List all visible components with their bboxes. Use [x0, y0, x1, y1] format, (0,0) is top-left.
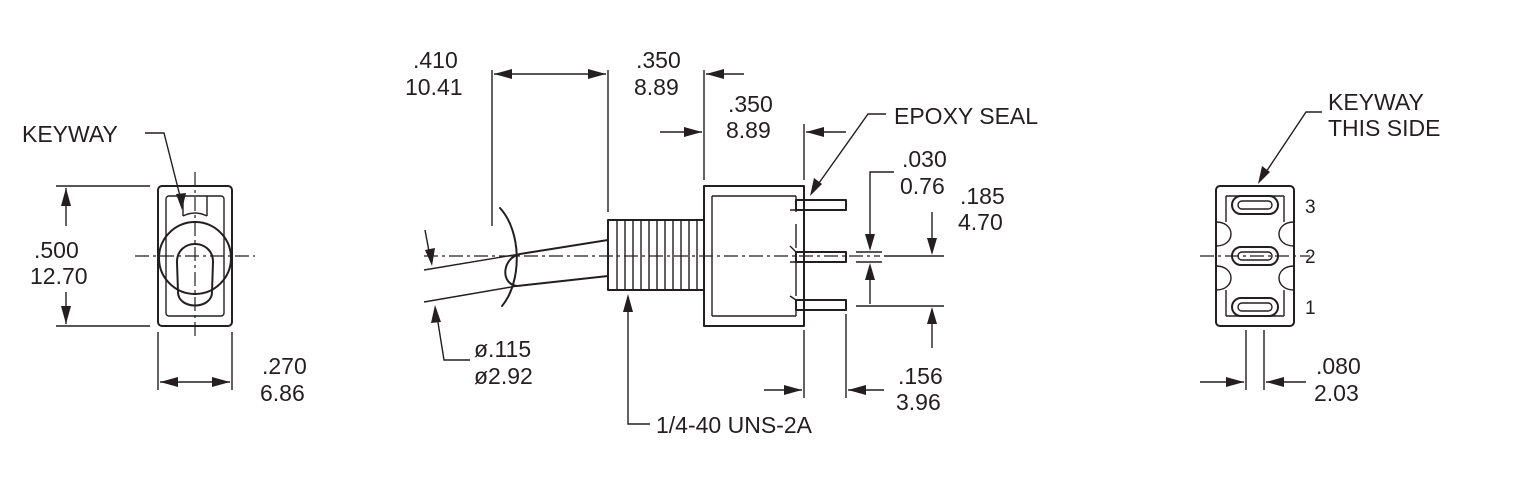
spacing-arrow-bottom	[927, 307, 937, 324]
lever-dia-ext-top	[423, 253, 521, 271]
bushing-length-in-text: .350	[636, 47, 681, 73]
bottom-right-notches	[1278, 221, 1295, 291]
thread-lines	[616, 220, 698, 290]
side-view: .410 10.41 .350 8.89 .350 8.89 EPOXY SEA…	[405, 47, 1038, 438]
terminal-spacing-mm-text: 4.70	[958, 209, 1003, 235]
pin-1-label: 1	[1305, 298, 1316, 319]
lever-dia-leader-bottom	[435, 309, 470, 361]
terminal-top	[795, 199, 847, 211]
width-mm-text: 6.86	[260, 380, 305, 406]
epoxy-seal-leader	[813, 113, 886, 191]
lever-length-mm-text: 10.41	[405, 74, 463, 100]
keyway-this-side-line2: THIS SIDE	[1328, 115, 1440, 141]
tlength-arrow-left	[784, 385, 802, 395]
thread-label: 1/4-40 UNS-2A	[656, 412, 813, 438]
front-view: KEYWAY .500 12.70 .270 6.86	[22, 121, 307, 406]
height-arrow-bottom	[61, 306, 71, 324]
terminal-thickness-mm-text: 0.76	[900, 173, 945, 199]
spacing-arrow-top	[927, 238, 937, 255]
height-in-text: .500	[34, 237, 79, 263]
slot-width-in-text: .080	[1316, 353, 1361, 379]
slot-arrow-right	[1266, 377, 1284, 387]
lever-dia-mm-text: ø2.92	[474, 363, 533, 389]
keyway-this-side-arrowhead	[1258, 166, 1270, 184]
terminal-thickness-in-text: .030	[902, 146, 947, 172]
height-arrow-top	[61, 188, 71, 206]
terminal-length-in-text: .156	[898, 363, 943, 389]
terminal-middle	[795, 251, 847, 263]
thread-leader	[627, 298, 650, 425]
lever-dia-in-text: ø.115	[474, 336, 531, 362]
bushing-length-mm-text: 8.89	[634, 74, 679, 100]
body-arrow-right	[806, 127, 824, 137]
terminal-fillets	[789, 209, 797, 301]
keyway-arrowhead	[176, 193, 186, 210]
terminal-slot-3	[1231, 195, 1279, 215]
lever-length-in-text: .410	[413, 47, 458, 73]
keyway-leader	[145, 132, 183, 205]
lever-arrow-right	[588, 69, 606, 79]
keyway-this-side-line1: KEYWAY	[1328, 89, 1424, 115]
keyway-notch	[182, 212, 208, 217]
slot-arrow-left	[1226, 377, 1244, 387]
body-arrow-left	[684, 127, 702, 137]
terminal-length-mm-text: 3.96	[896, 389, 941, 415]
width-arrow-left	[160, 377, 178, 387]
terminal-spacing-in-text: .185	[960, 183, 1005, 209]
lever-arrow-left	[494, 69, 512, 79]
width-in-text: .270	[262, 353, 307, 379]
epoxy-seal-arrowhead	[810, 178, 822, 196]
slot-width-mm-text: 2.03	[1314, 380, 1359, 406]
thickness-arrow-bottom	[865, 263, 875, 280]
lever-dia-arrow-top	[425, 248, 435, 266]
terminal-slot-1	[1231, 297, 1279, 317]
side-lever	[504, 239, 609, 287]
thickness-arrow-top	[865, 234, 875, 251]
keyway-label: KEYWAY	[22, 121, 118, 147]
thickness-leader-top	[869, 171, 894, 246]
bottom-left-notches	[1215, 221, 1232, 291]
pin-2-label: 2	[1305, 247, 1316, 268]
height-mm-text: 12.70	[30, 263, 88, 289]
keyway-this-side-leader	[1261, 111, 1322, 179]
body-length-in-text: .350	[728, 91, 773, 117]
front-lever	[176, 243, 214, 307]
thread-arrowhead	[623, 294, 633, 312]
lever-dia-ext-bottom	[423, 285, 518, 303]
terminal-bottom	[795, 299, 847, 311]
bushing-arrow	[706, 69, 724, 79]
lever-dia-arrow-bottom	[431, 305, 441, 323]
bottom-view: 3 2 1 KEYWAY THIS SIDE .080 2.03	[1200, 89, 1440, 406]
body-length-mm-text: 8.89	[726, 117, 771, 143]
lever-arc	[499, 207, 518, 307]
pin-3-label: 3	[1305, 197, 1316, 218]
tlength-arrow-right	[848, 385, 866, 395]
width-arrow-right	[212, 377, 230, 387]
epoxy-seal-label: EPOXY SEAL	[894, 103, 1038, 129]
